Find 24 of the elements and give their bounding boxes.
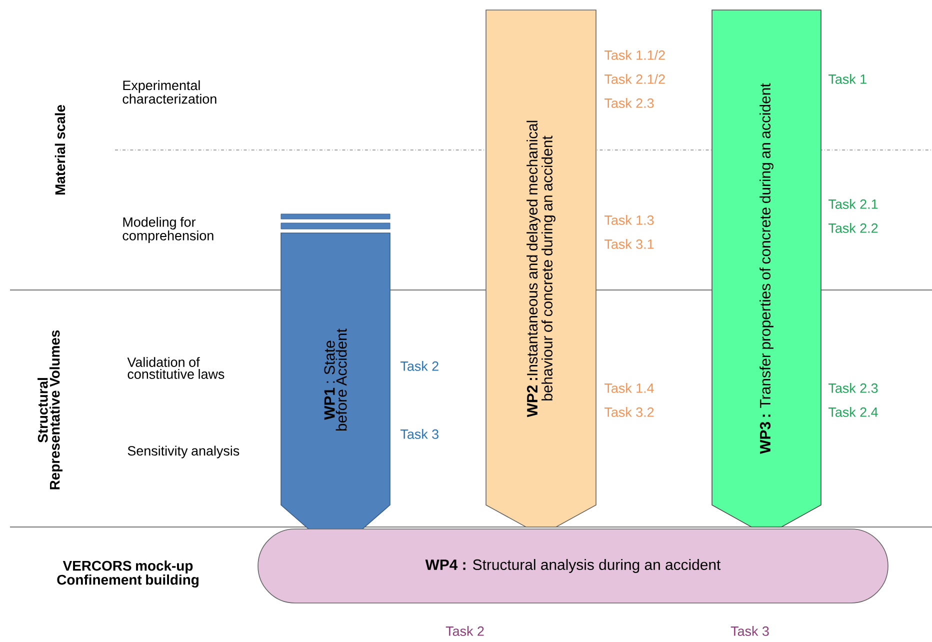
task-label: Task 3.2 (604, 407, 654, 417)
task-label: Task 2.1 (828, 199, 878, 209)
task-label: Task 1 (828, 74, 866, 84)
task-label: Task 2.3 (828, 383, 878, 393)
task-label: Task 2.2 (828, 223, 878, 233)
task-label: Task 1.3 (604, 215, 654, 225)
task-label: Task 3 (400, 429, 438, 439)
scale-label: Material scale (54, 105, 66, 195)
task-label: Task 1.4 (604, 383, 654, 393)
task-label: Task 2.4 (828, 407, 878, 417)
ellipse-band: WP4 : Structural analysis during an accident (258, 528, 888, 604)
scale-label: Modeling for comprehension (122, 216, 214, 244)
task-label: Task 2 (446, 626, 484, 636)
scale-label: Experimental characterization (122, 80, 216, 104)
task-label: Task 3.1 (604, 239, 654, 249)
scale-label: Sensitivity analysis (128, 446, 240, 458)
task-label: Task 3 (730, 626, 769, 636)
scale-label: Structural Representative Volumes (38, 330, 62, 490)
task-label: Task 1.1/2 (604, 50, 665, 60)
task-label: Task 2 (400, 361, 438, 371)
scale-label: VERCORS mock-up Confinement building (57, 560, 198, 588)
task-label: Task 2.1/2 (604, 74, 665, 84)
scale-label: Validation of constitutive laws (127, 357, 224, 379)
task-label: Task 2.3 (604, 98, 654, 108)
